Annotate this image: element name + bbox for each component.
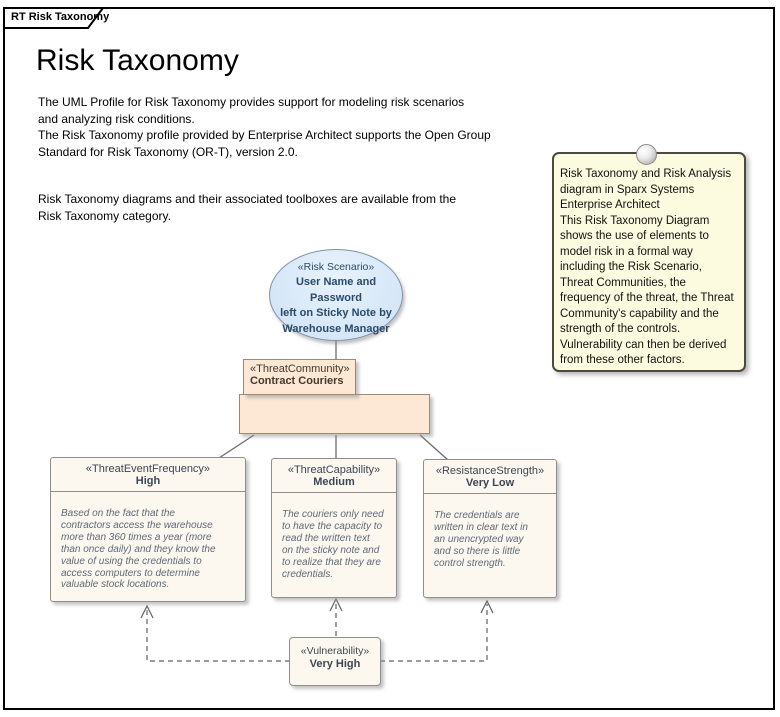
threat-community-compartment[interactable] bbox=[239, 394, 430, 434]
threat-capability-description: The couriers only need to have the capac… bbox=[282, 509, 384, 580]
threat-capability-node[interactable]: «ThreatCapability» Medium The couriers o… bbox=[271, 458, 397, 598]
threat-capability-header: «ThreatCapability» Medium bbox=[272, 459, 396, 493]
intro-text-block-2: Risk Taxonomy diagrams and their associa… bbox=[38, 192, 456, 223]
threat-event-frequency-header: «ThreatEventFrequency» High bbox=[51, 458, 245, 492]
threat-event-frequency-stereotype: «ThreatEventFrequency» bbox=[85, 463, 211, 475]
threat-community-node[interactable]: «ThreatCommunity» Contract Couriers bbox=[243, 359, 356, 395]
resistance-strength-name: Very Low bbox=[465, 477, 515, 489]
threat-capability-stereotype: «ThreatCapability» bbox=[287, 464, 381, 476]
diagram-frame bbox=[3, 7, 775, 710]
resistance-strength-description: The credentials are written in clear tex… bbox=[434, 510, 528, 569]
note-pin-icon bbox=[636, 144, 657, 165]
risk-scenario-stereotype: «Risk Scenario» bbox=[297, 261, 375, 273]
sticky-note-text: Risk Taxonomy and Risk Analysis diagram … bbox=[560, 168, 734, 366]
risk-scenario-node[interactable]: «Risk Scenario» User Name and Password l… bbox=[269, 249, 403, 341]
threat-capability-name: Medium bbox=[313, 476, 355, 488]
diagram-tab[interactable]: RT Risk Taxonomy bbox=[11, 11, 110, 23]
vulnerability-stereotype: «Vulnerability» bbox=[300, 645, 370, 657]
threat-community-name: Contract Couriers bbox=[250, 375, 344, 387]
intro-text-block-1: The UML Profile for Risk Taxonomy provid… bbox=[38, 95, 491, 159]
resistance-strength-header: «ResistanceStrength» Very Low bbox=[424, 460, 556, 494]
sticky-note[interactable]: Risk Taxonomy and Risk Analysis diagram … bbox=[552, 152, 746, 372]
threat-event-frequency-description: Based on the fact that the contractors a… bbox=[61, 508, 216, 591]
resistance-strength-node[interactable]: «ResistanceStrength» Very Low The creden… bbox=[423, 459, 557, 598]
resistance-strength-stereotype: «ResistanceStrength» bbox=[435, 465, 545, 477]
page-title: Risk Taxonomy bbox=[36, 44, 239, 77]
threat-event-frequency-name: High bbox=[135, 475, 161, 487]
vulnerability-name: Very High bbox=[309, 658, 361, 670]
threat-community-stereotype: «ThreatCommunity» bbox=[250, 363, 350, 375]
risk-scenario-name: User Name and Password left on Sticky No… bbox=[280, 276, 392, 335]
threat-event-frequency-node[interactable]: «ThreatEventFrequency» High Based on the… bbox=[50, 457, 246, 602]
vulnerability-node[interactable]: «Vulnerability» Very High bbox=[289, 637, 381, 686]
